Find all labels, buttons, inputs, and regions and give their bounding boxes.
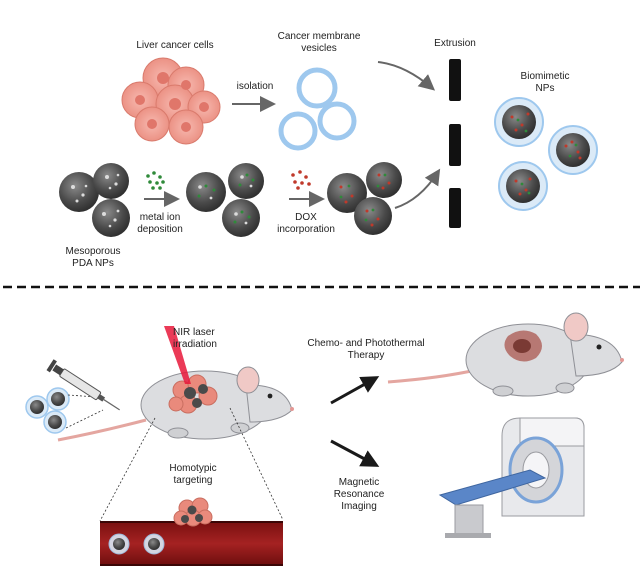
curved-arrow-to-extrusion bbox=[377, 61, 436, 91]
zoom-guide-line bbox=[99, 417, 156, 522]
syringe-icon bbox=[46, 359, 120, 411]
targeted-cell-cluster bbox=[173, 497, 213, 527]
dox-dots bbox=[291, 170, 311, 190]
curved-arrow-from-dox bbox=[394, 168, 441, 209]
biomimetic-np-group bbox=[494, 97, 598, 211]
dox-np-group bbox=[327, 162, 402, 235]
metal-ion-dots bbox=[146, 171, 165, 190]
mri-scanner-icon bbox=[438, 417, 585, 538]
injection-guide-line bbox=[65, 409, 104, 429]
mri-label: Magnetic Resonance Imaging bbox=[333, 477, 385, 512]
zoom-guide-line bbox=[229, 407, 284, 521]
mri-arrow bbox=[330, 439, 380, 467]
pda-label: Mesoporous PDA NPs bbox=[65, 246, 121, 269]
cancer-cell-cluster-icon bbox=[121, 57, 221, 145]
tumor-cluster bbox=[168, 374, 218, 414]
injected-np-group bbox=[25, 387, 70, 434]
metal-ion-label: metal ion deposition bbox=[137, 212, 183, 235]
vesicles-label: Cancer membrane vesicles bbox=[277, 31, 361, 54]
nir-label: NIR laser irradiation bbox=[173, 327, 217, 350]
laser-beam bbox=[164, 326, 191, 384]
membrane-vesicle-icon bbox=[278, 67, 357, 151]
blood-vessel-icon bbox=[100, 521, 283, 566]
extrusion-label: Extrusion bbox=[434, 38, 476, 49]
treated-mouse-icon bbox=[387, 312, 624, 397]
therapy-label: Chemo- and Photothermal Therapy bbox=[307, 338, 425, 361]
targeting-label: Homotypic targeting bbox=[169, 463, 217, 486]
therapy-arrow bbox=[330, 376, 380, 405]
isolation-label: isolation bbox=[236, 81, 274, 92]
extrusion-membrane-icon bbox=[449, 59, 461, 228]
liver-cells-label: Liver cancer cells bbox=[136, 40, 214, 51]
pda-np-group bbox=[59, 163, 130, 237]
dox-label: DOX incorporation bbox=[277, 212, 335, 235]
metal-np-group bbox=[186, 163, 264, 237]
biomimetic-label: Biomimetic NPs bbox=[520, 71, 570, 94]
